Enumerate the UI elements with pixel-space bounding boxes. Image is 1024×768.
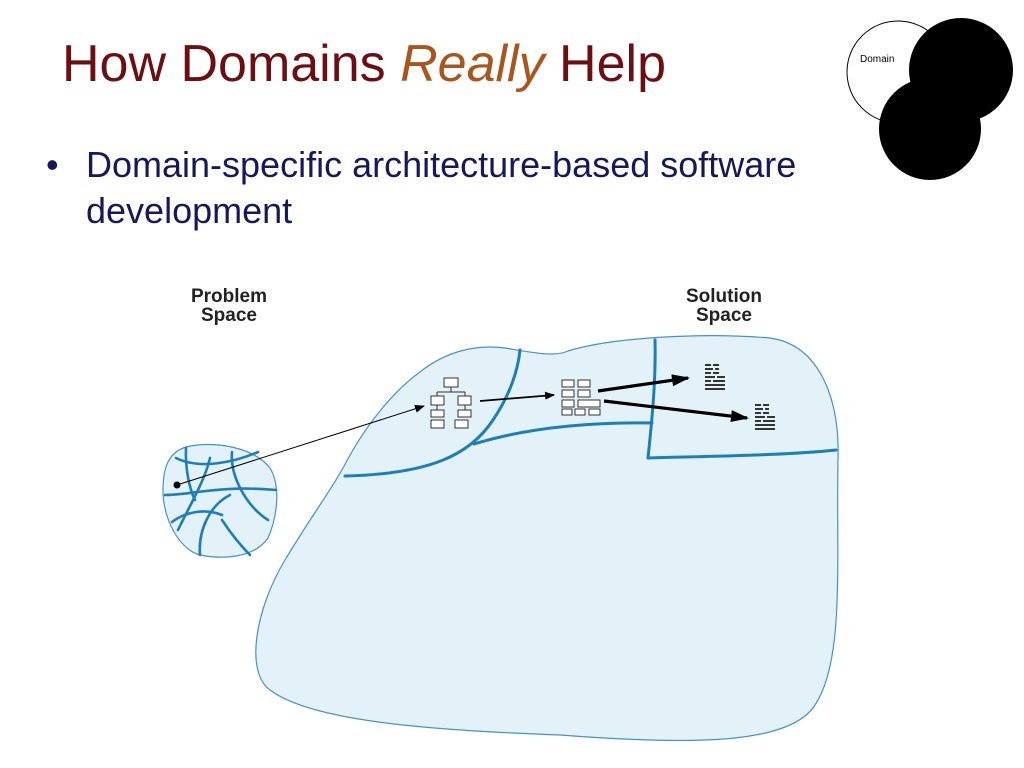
slide-title: How Domains Really Help (62, 35, 667, 93)
partition-vertical (646, 338, 657, 460)
domain-logo-label: Domain (860, 54, 894, 65)
domain-logo-circle-bottom (879, 78, 981, 180)
refine-arrow (479, 391, 555, 402)
code-artifact-2 (755, 404, 775, 430)
bullet-marker: • (46, 144, 59, 185)
solution-space-label: Solution Space (686, 286, 762, 326)
bullet-text: Domain-specific architecture-based softw… (86, 144, 797, 231)
implement-arrow-1 (597, 374, 690, 393)
implement-arrow-2 (603, 399, 749, 423)
solution-partitions (343, 338, 838, 478)
solution-space-region (255, 335, 839, 742)
architecture-icon (430, 377, 472, 429)
mapping-arrow (176, 404, 425, 486)
domain-logo: Domain (846, 18, 1013, 180)
problem-web (163, 446, 278, 557)
problem-space-label: Problem Space (190, 286, 268, 326)
title-suffix: Help (544, 35, 667, 93)
bullet-item: • Domain-specific architecture-based sof… (46, 142, 846, 233)
partition-curve-left (343, 348, 522, 478)
title-emphasis: Really (400, 35, 545, 93)
code-artifact-1 (705, 364, 725, 390)
partition-curve-middle (472, 421, 654, 446)
partition-right (646, 448, 838, 460)
design-icon (561, 379, 601, 416)
title-prefix: How Domains (62, 35, 401, 93)
